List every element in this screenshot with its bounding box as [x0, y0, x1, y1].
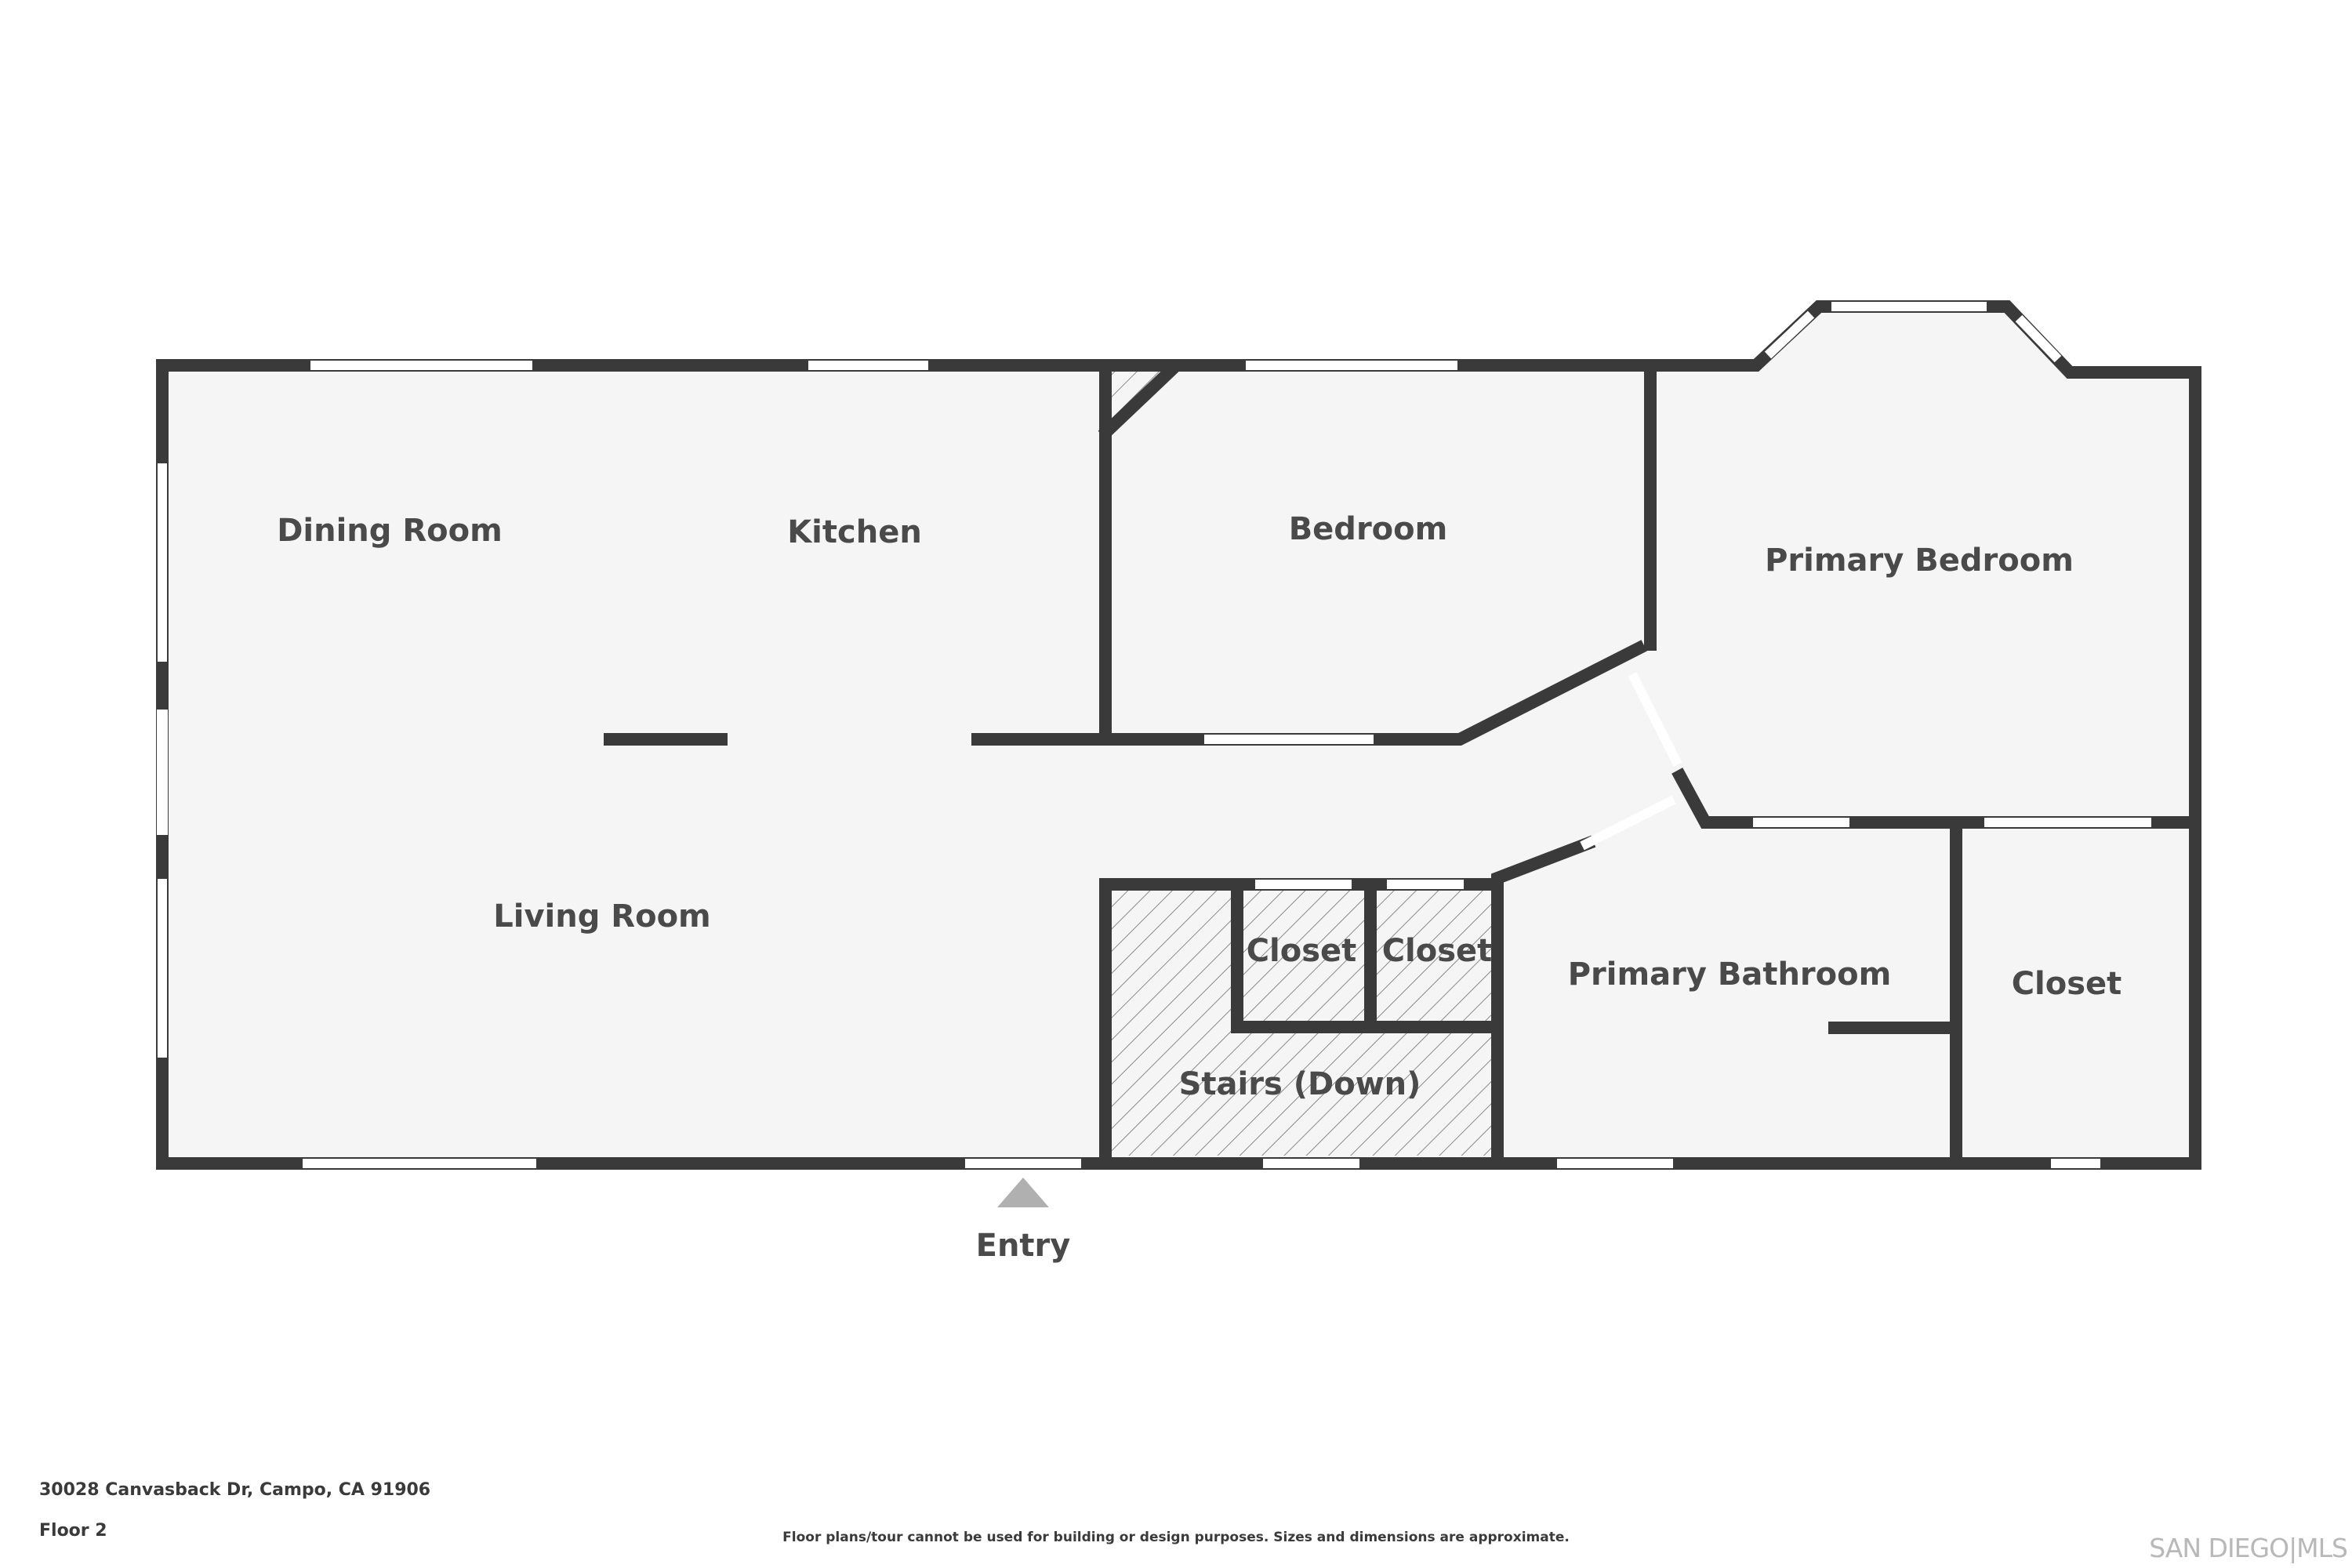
floor-label: Floor 2	[39, 1521, 107, 1541]
window	[1244, 359, 1459, 372]
door-primary-bedroom	[1628, 672, 1682, 767]
label-kitchen: Kitchen	[787, 514, 922, 550]
label-primary-bathroom: Primary Bathroom	[1568, 956, 1892, 993]
door-bath-hall	[1580, 795, 1676, 851]
window-bay-left	[1764, 310, 1815, 359]
entry-arrow-icon	[997, 1178, 1049, 1207]
window-bay-right	[2015, 314, 2062, 363]
door-bedroom	[1203, 733, 1375, 746]
window	[1261, 1157, 1361, 1170]
disclaimer-text: Floor plans/tour cannot be used for buil…	[782, 1530, 1570, 1545]
label-entry: Entry	[976, 1228, 1071, 1264]
label-dining-room: Dining Room	[277, 513, 503, 549]
door-primary-bath	[1751, 816, 1851, 829]
window	[156, 462, 169, 663]
window	[2049, 1157, 2102, 1170]
label-closet-3: Closet	[2012, 966, 2122, 1002]
window	[1830, 300, 1988, 313]
label-bedroom: Bedroom	[1289, 511, 1448, 547]
label-closet-2: Closet	[1382, 933, 1493, 969]
angled-openings	[1580, 310, 2062, 851]
entry-door	[964, 1157, 1083, 1170]
label-stairs: Stairs (Down)	[1179, 1066, 1421, 1102]
door-closet-3	[1983, 816, 2153, 829]
window	[156, 877, 169, 1059]
window	[807, 359, 930, 372]
opening	[157, 710, 168, 835]
label-primary-bedroom: Primary Bedroom	[1765, 543, 2074, 579]
wall-bedroom-bottom	[971, 640, 1647, 746]
window	[309, 359, 534, 372]
label-living-room: Living Room	[493, 898, 710, 935]
door-closet-2	[1385, 878, 1465, 891]
door-closet-1	[1254, 878, 1353, 891]
address-text: 30028 Canvasback Dr, Campo, CA 91906	[39, 1480, 431, 1500]
brand-logo: SAN DIEGO|MLS	[2149, 1533, 2348, 1563]
window	[301, 1157, 538, 1170]
wall-corner-diagonal	[1098, 362, 1179, 441]
stairs-hatch	[1105, 884, 1497, 1156]
label-closet-1: Closet	[1247, 933, 1357, 969]
window	[1555, 1157, 1675, 1170]
openings	[156, 300, 2153, 1170]
